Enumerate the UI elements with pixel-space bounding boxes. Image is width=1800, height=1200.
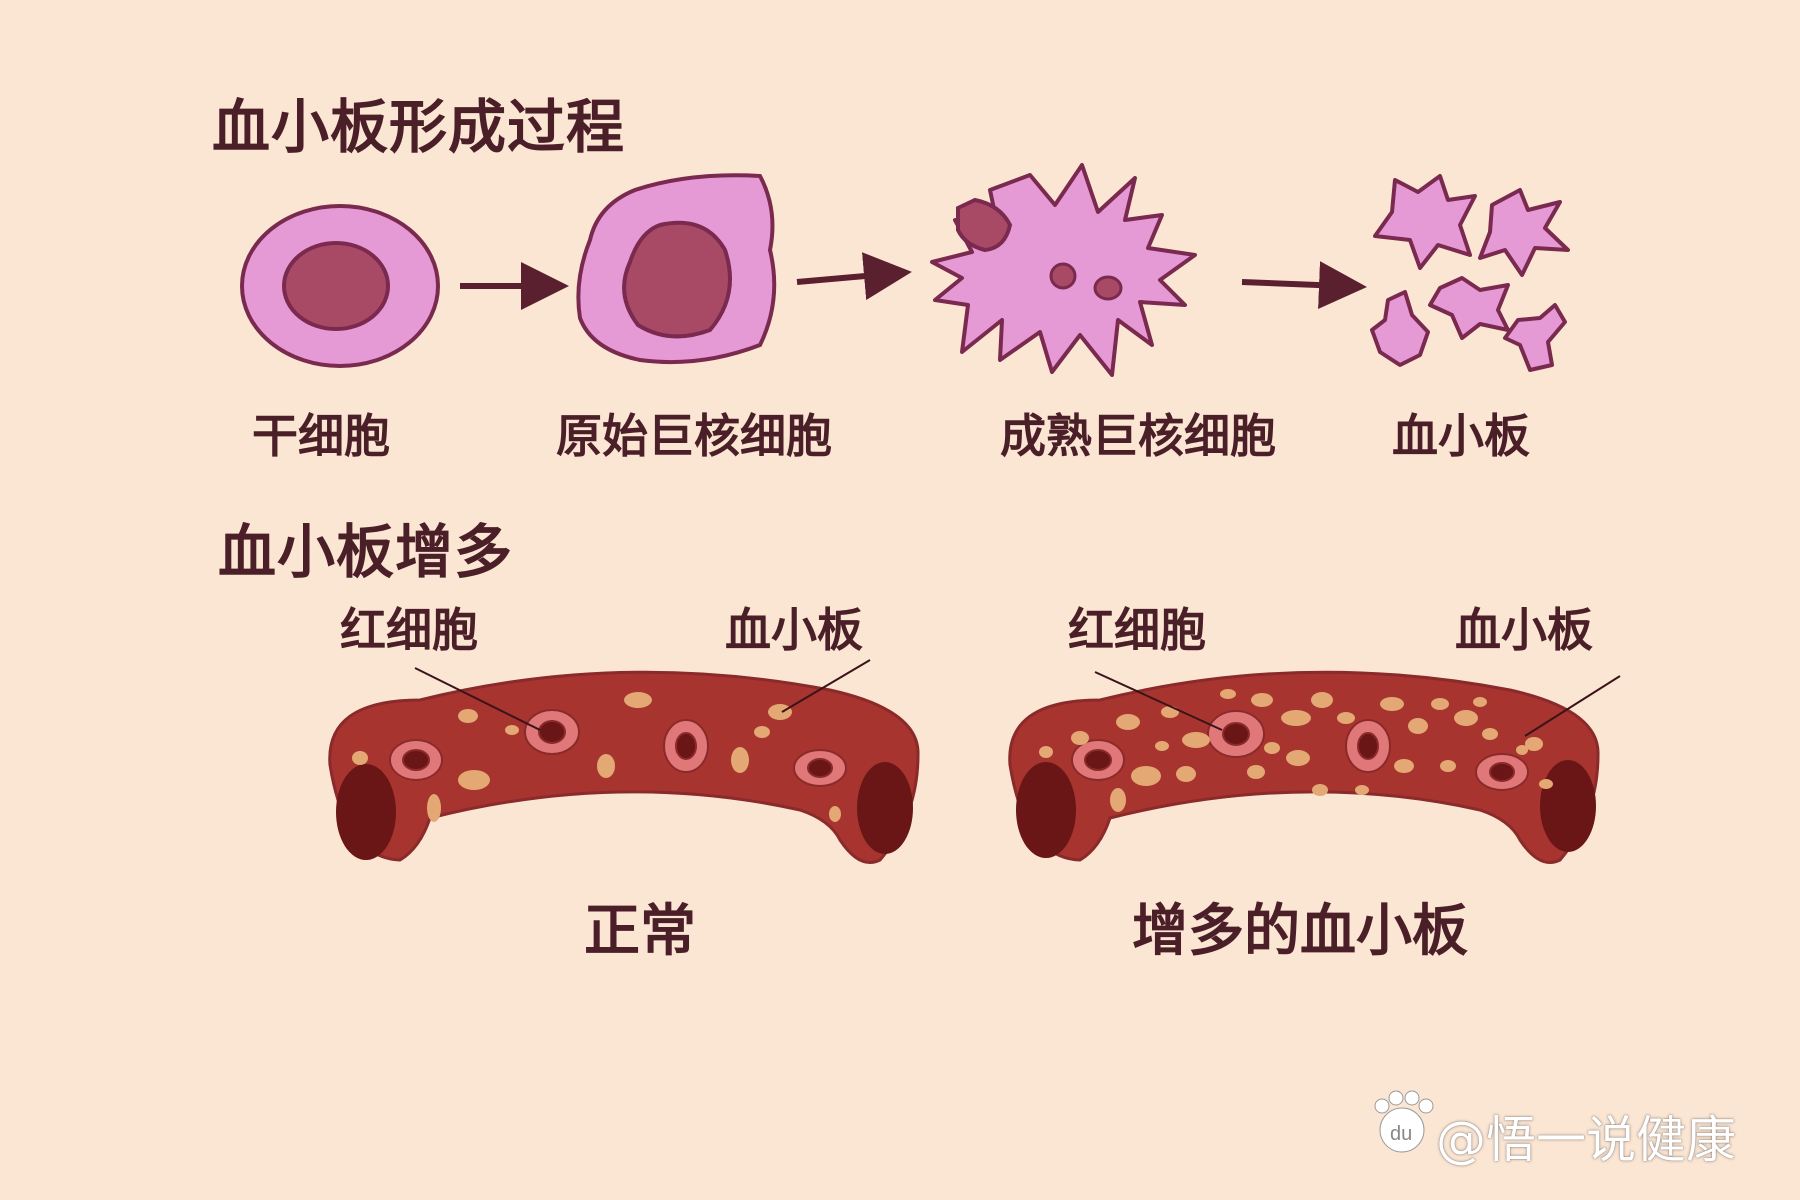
pointer-rbc-increased [1094,671,1223,731]
arrow-2 [796,252,912,301]
stage-label-primitive-megakaryocyte: 原始巨核细胞 [556,409,832,463]
mature-megakaryocyte [930,163,1197,377]
vessel-normal [328,670,920,864]
stage-label-platelet: 血小板 [1392,409,1530,463]
section-title-formation: 血小板形成过程 [212,93,626,161]
watermark-logo-text: du [1390,1123,1412,1145]
platelets-normal [352,692,841,822]
label-platelet-increased: 血小板 [1455,603,1593,657]
watermark-text: @悟一说健康 [1436,1111,1736,1169]
label-rbc-normal: 红细胞 [340,603,478,657]
pointer-rbc-normal [414,667,541,731]
red-blood-cells-increased [1071,710,1529,791]
watermark-logo [1374,1090,1434,1153]
label-rbc-increased: 红细胞 [1068,603,1206,657]
red-blood-cells [389,709,847,787]
pointer-platelet-increased [1524,675,1621,737]
label-platelet-normal: 血小板 [725,603,863,657]
stage-label-mature-megakaryocyte: 成熟巨核细胞 [1000,409,1276,463]
caption-normal: 正常 [584,899,696,964]
stem-cell [240,204,440,368]
platelets-fragments [1370,174,1570,372]
arrow-3 [1241,261,1367,310]
vessel-increased [1008,670,1600,864]
stage-label-stem-cell: 干细胞 [252,409,390,463]
pointer-platelet-normal [781,659,871,713]
caption-increased: 增多的血小板 [1132,899,1468,964]
section-title-increase: 血小板增多 [218,518,514,586]
primitive-megakaryocyte [576,173,777,365]
